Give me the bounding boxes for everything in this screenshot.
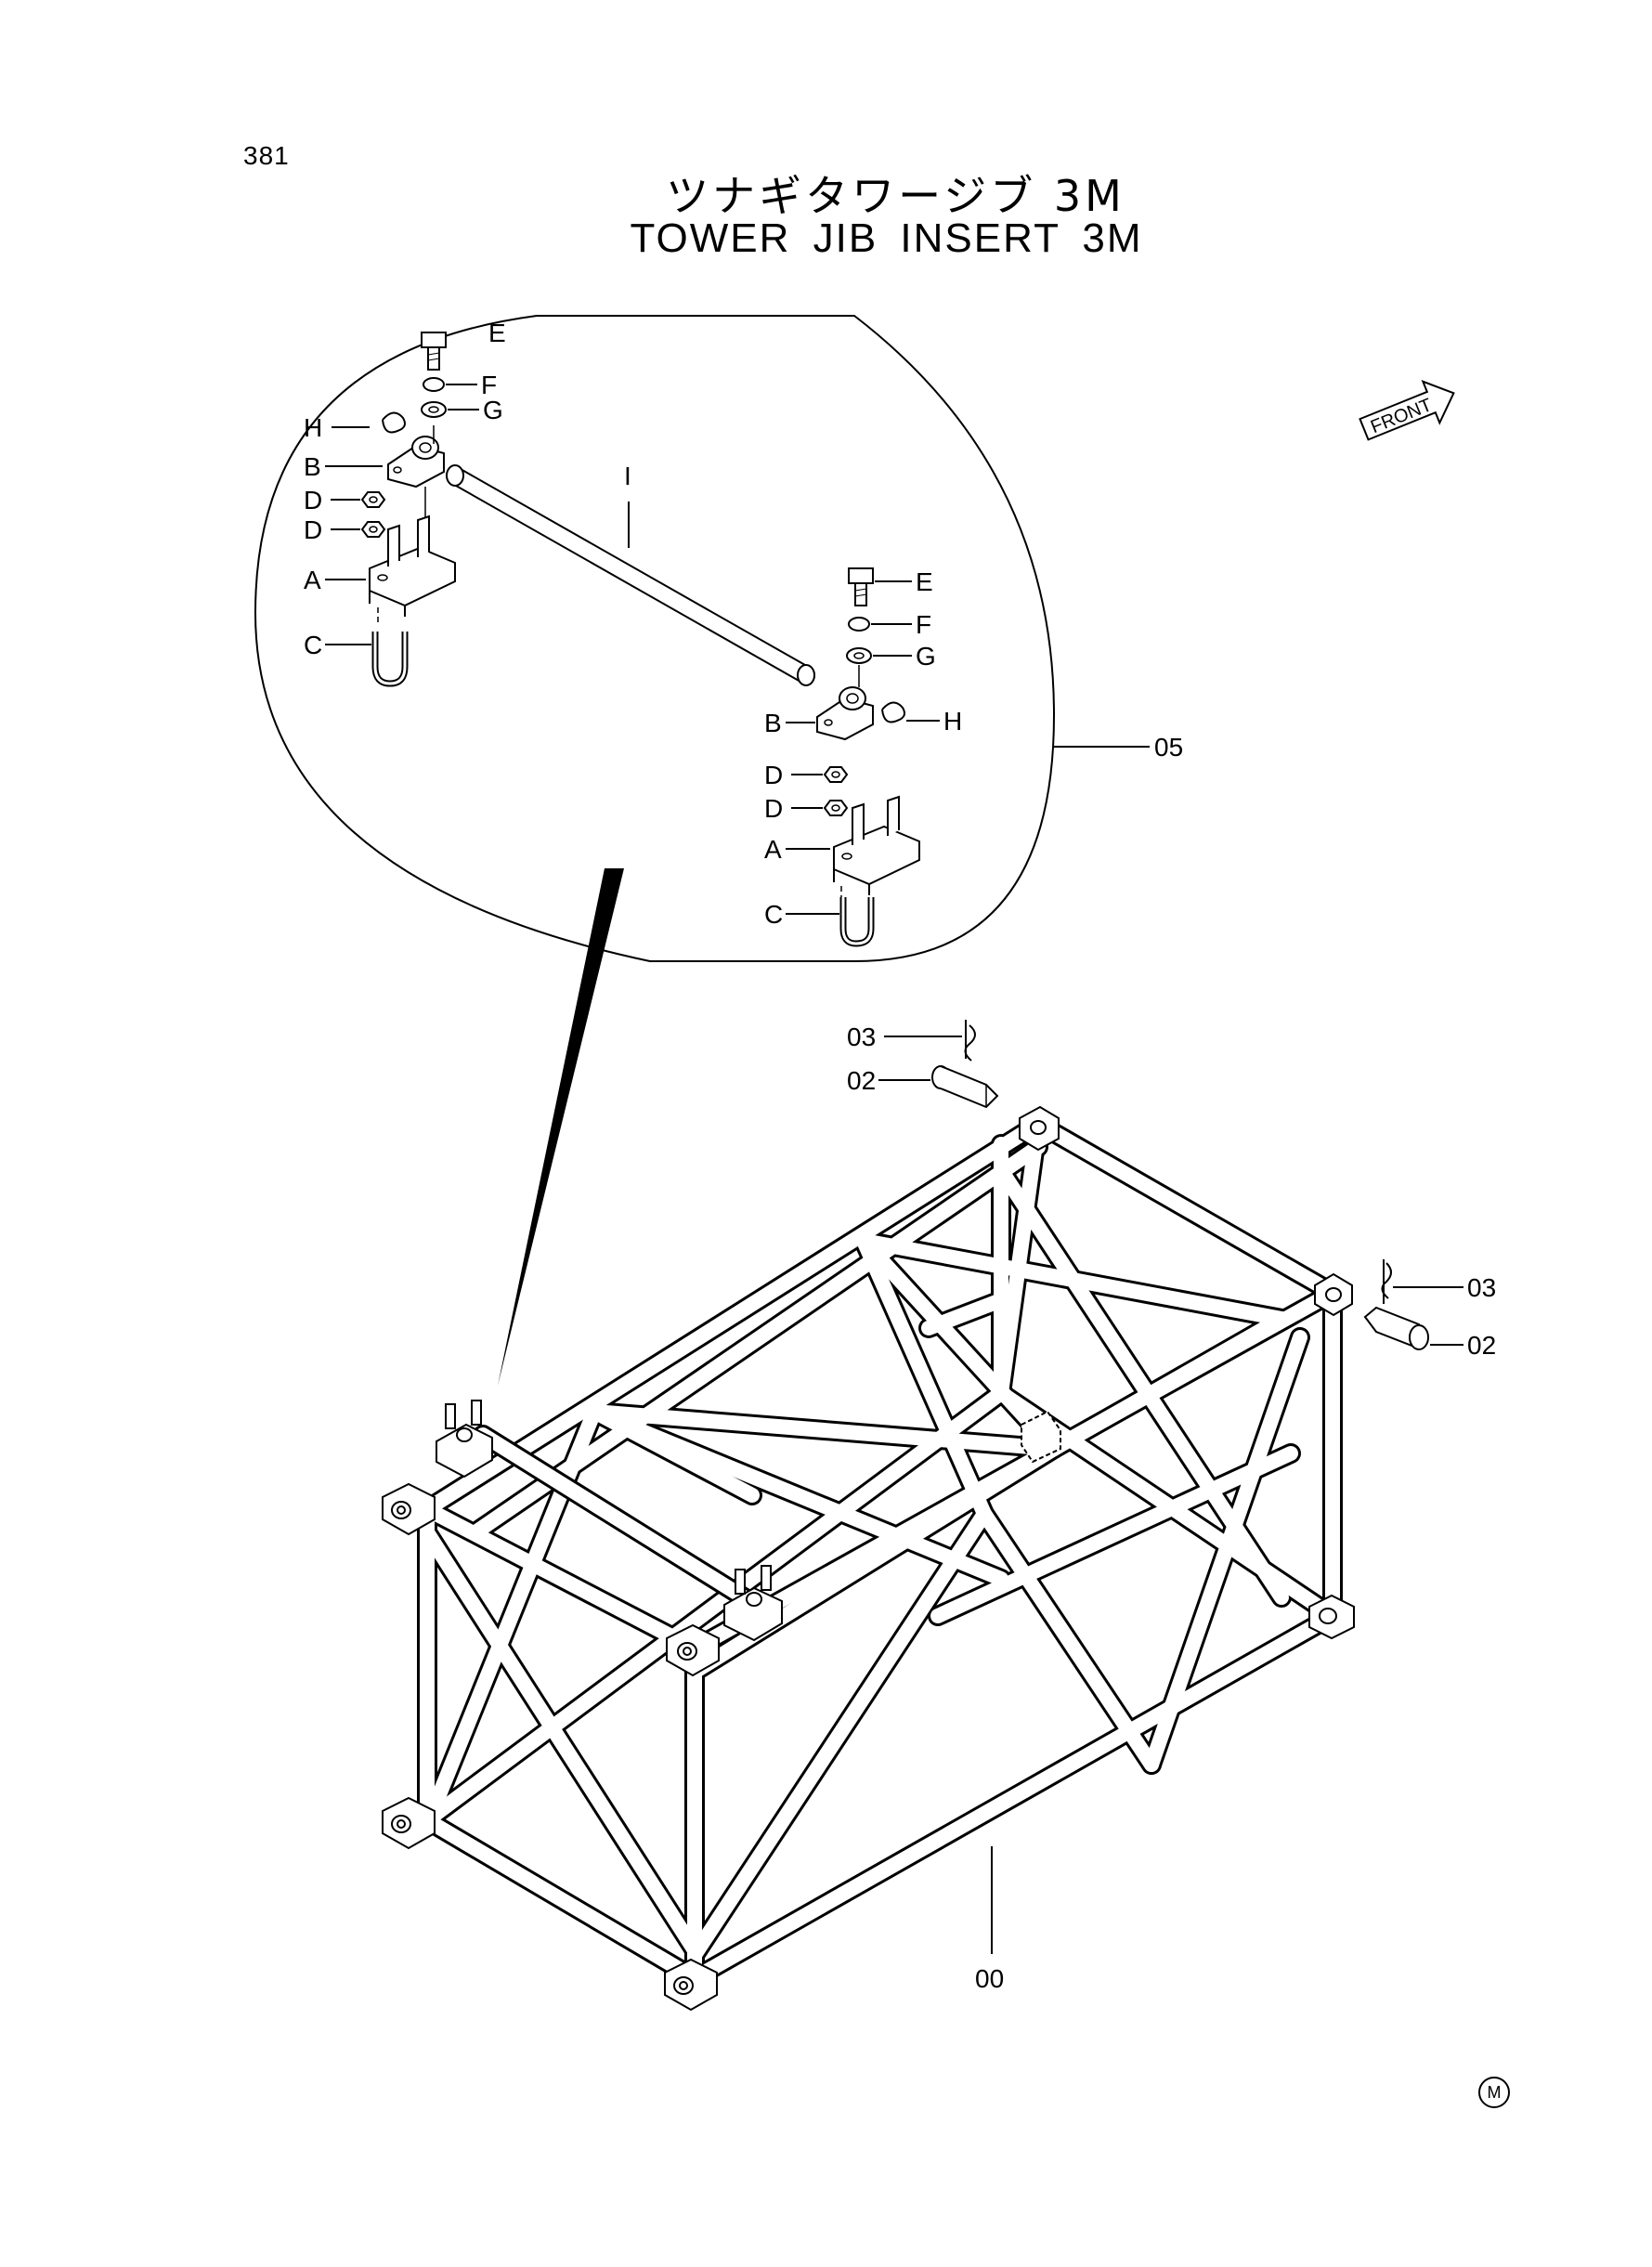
left-label-a: A bbox=[304, 566, 321, 594]
right-clip-label-03: 03 bbox=[1467, 1273, 1496, 1302]
page-number: 381 bbox=[243, 141, 290, 170]
connection-lug-icon bbox=[382, 1482, 436, 1536]
detail-outline bbox=[254, 315, 1056, 962]
right-label-d1: D bbox=[764, 761, 783, 789]
snap-ring-icon bbox=[382, 411, 406, 434]
shaft-label: I bbox=[624, 462, 631, 490]
left-bracket-assembly: E F G H B D D bbox=[304, 319, 506, 687]
frame-sleeve-icon bbox=[1021, 1410, 1061, 1464]
washer-icon bbox=[846, 647, 872, 664]
left-label-d2: D bbox=[304, 515, 322, 544]
corner-mark: M bbox=[1478, 2077, 1510, 2108]
base-bracket-icon bbox=[369, 515, 456, 617]
clip-icon bbox=[1381, 1259, 1392, 1304]
detail-label-05: 05 bbox=[1154, 733, 1183, 762]
shaft bbox=[446, 464, 815, 686]
pin-icon bbox=[931, 1065, 999, 1109]
right-label-a: A bbox=[764, 835, 782, 864]
right-bracket-assembly: E F G B H D bbox=[764, 567, 962, 947]
connection-lug-icon bbox=[382, 1796, 436, 1850]
u-bolt-icon bbox=[839, 897, 875, 947]
spring-washer-icon bbox=[848, 617, 870, 632]
right-label-d2: D bbox=[764, 794, 783, 823]
left-label-b: B bbox=[304, 452, 321, 481]
top-pin-assembly: 03 02 bbox=[847, 1020, 999, 1109]
title-english: TOWER JIB INSERT 3M bbox=[630, 215, 1143, 261]
connection-lug-icon bbox=[1308, 1594, 1355, 1640]
connection-lug-icon bbox=[1019, 1105, 1060, 1152]
right-label-h: H bbox=[943, 707, 962, 736]
nut-icon bbox=[360, 521, 386, 538]
connection-lug-icon bbox=[1314, 1272, 1353, 1317]
front-arrow-icon: FRONT bbox=[1359, 380, 1455, 441]
left-label-h: H bbox=[304, 413, 322, 442]
u-bolt-icon bbox=[371, 632, 409, 687]
title-japanese: ツナギタワージブ 3M bbox=[666, 171, 1125, 221]
bolt-icon bbox=[421, 332, 447, 371]
washer-icon bbox=[421, 401, 447, 418]
frame-shaft bbox=[473, 1425, 776, 1622]
base-bracket-icon bbox=[833, 795, 920, 895]
left-label-g: G bbox=[483, 396, 503, 424]
connection-lug-icon bbox=[664, 1958, 718, 2012]
top-clip-label-03: 03 bbox=[847, 1023, 876, 1051]
lattice-frame bbox=[417, 1114, 1343, 1988]
nut-icon bbox=[823, 800, 849, 816]
snap-ring-icon bbox=[881, 701, 905, 723]
nut-icon bbox=[823, 766, 849, 783]
nut-icon bbox=[360, 491, 386, 508]
right-pin-label-02: 02 bbox=[1467, 1331, 1496, 1360]
bolt-icon bbox=[848, 567, 874, 606]
frame-bracket-icon bbox=[723, 1565, 783, 1642]
left-label-e: E bbox=[488, 319, 506, 347]
left-label-f: F bbox=[481, 371, 497, 399]
pin-icon bbox=[1363, 1306, 1429, 1350]
right-label-e: E bbox=[916, 567, 933, 596]
frame-bracket-icon bbox=[436, 1400, 493, 1479]
right-label-f: F bbox=[916, 610, 931, 639]
right-pin-assembly: 03 02 bbox=[1363, 1259, 1496, 1360]
spring-washer-icon bbox=[423, 377, 445, 392]
clip-icon bbox=[964, 1020, 976, 1062]
bearing-block-icon bbox=[816, 686, 874, 741]
frame-label-00: 00 bbox=[975, 1964, 1004, 1993]
left-label-c: C bbox=[304, 631, 322, 659]
detail-leader bbox=[498, 868, 624, 1386]
right-label-b: B bbox=[764, 709, 782, 737]
connection-lug-icon bbox=[666, 1623, 720, 1677]
right-label-c: C bbox=[764, 900, 783, 929]
bearing-block-icon bbox=[387, 436, 445, 489]
top-pin-label-02: 02 bbox=[847, 1066, 876, 1095]
right-label-g: G bbox=[916, 642, 936, 671]
left-label-d1: D bbox=[304, 486, 322, 515]
